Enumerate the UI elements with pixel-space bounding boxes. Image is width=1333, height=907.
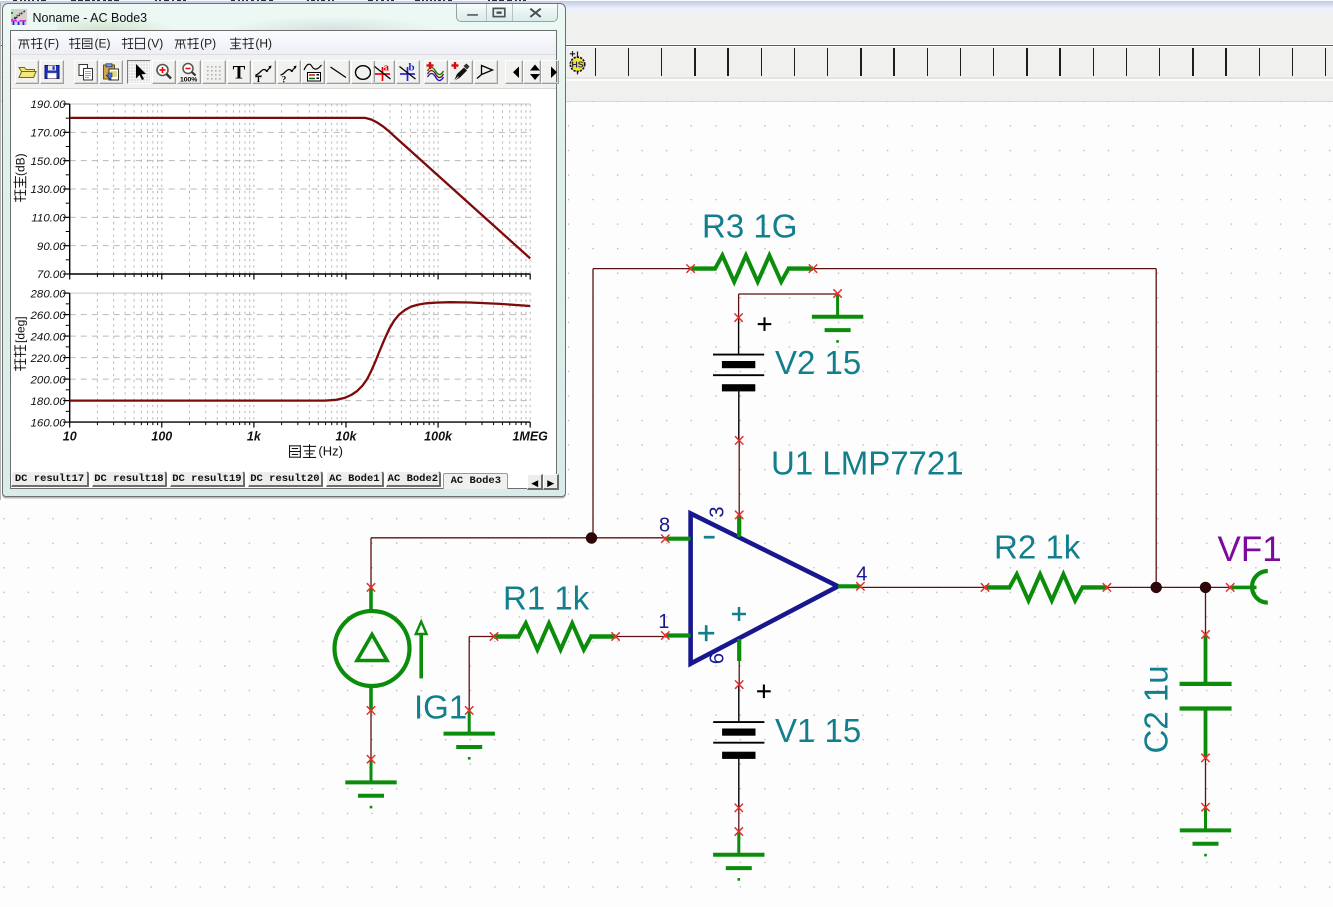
svg-text:(E): (E) bbox=[94, 37, 110, 51]
svg-text:R2 1k: R2 1k bbox=[994, 529, 1081, 566]
svg-text:R3 1G: R3 1G bbox=[702, 208, 797, 245]
svg-text:[deg]: [deg] bbox=[13, 316, 27, 343]
svg-text:IG1: IG1 bbox=[414, 689, 467, 726]
svg-text:U1 LMP7721: U1 LMP7721 bbox=[771, 445, 964, 482]
svg-text:200.00: 200.00 bbox=[29, 374, 66, 386]
svg-text:(dB): (dB) bbox=[13, 153, 27, 176]
svg-text:4: 4 bbox=[856, 563, 867, 585]
svg-text:100%: 100% bbox=[180, 76, 197, 83]
svg-text:180.00: 180.00 bbox=[30, 396, 66, 408]
svg-text:T: T bbox=[255, 74, 261, 84]
svg-text:130.00: 130.00 bbox=[30, 184, 66, 196]
svg-text:(P): (P) bbox=[200, 37, 216, 51]
svg-text:8: 8 bbox=[659, 514, 670, 536]
svg-text:(V): (V) bbox=[147, 37, 163, 51]
svg-text:(Hz): (Hz) bbox=[318, 443, 343, 458]
svg-text:a: a bbox=[384, 61, 390, 73]
svg-text:190.00: 190.00 bbox=[30, 99, 66, 111]
svg-text:280.00: 280.00 bbox=[29, 288, 66, 300]
svg-text:10: 10 bbox=[63, 429, 77, 443]
svg-text:110.00: 110.00 bbox=[31, 213, 66, 225]
svg-text:V1 15: V1 15 bbox=[775, 712, 861, 749]
svg-text:260.00: 260.00 bbox=[29, 310, 66, 322]
svg-text:1MEG: 1MEG bbox=[512, 429, 548, 443]
svg-text:70.00: 70.00 bbox=[37, 269, 66, 281]
svg-text:3: 3 bbox=[707, 506, 729, 517]
svg-text:1k: 1k bbox=[247, 429, 262, 443]
svg-text:1: 1 bbox=[658, 611, 669, 633]
svg-text:150.00: 150.00 bbox=[30, 156, 66, 168]
svg-text:100k: 100k bbox=[424, 429, 453, 443]
svg-text:HS: HS bbox=[572, 59, 584, 69]
svg-text:220.00: 220.00 bbox=[29, 353, 66, 365]
svg-text:(F): (F) bbox=[44, 37, 59, 51]
svg-text:R1 1k: R1 1k bbox=[503, 580, 590, 617]
svg-text:100: 100 bbox=[151, 429, 172, 443]
svg-text:VF1: VF1 bbox=[1218, 530, 1282, 569]
svg-text:170.00: 170.00 bbox=[30, 128, 66, 140]
svg-text:V2 15: V2 15 bbox=[775, 344, 861, 381]
svg-text:(H): (H) bbox=[255, 37, 272, 51]
svg-text:10k: 10k bbox=[335, 429, 357, 443]
svg-text:90.00: 90.00 bbox=[37, 241, 66, 253]
svg-text:160.00: 160.00 bbox=[30, 417, 66, 429]
svg-text:T: T bbox=[232, 62, 245, 83]
svg-text:6: 6 bbox=[707, 653, 729, 664]
svg-text:?: ? bbox=[281, 74, 286, 83]
svg-text:240.00: 240.00 bbox=[29, 331, 66, 343]
svg-text:C2 1u: C2 1u bbox=[1138, 665, 1175, 753]
svg-text:b: b bbox=[409, 61, 415, 73]
